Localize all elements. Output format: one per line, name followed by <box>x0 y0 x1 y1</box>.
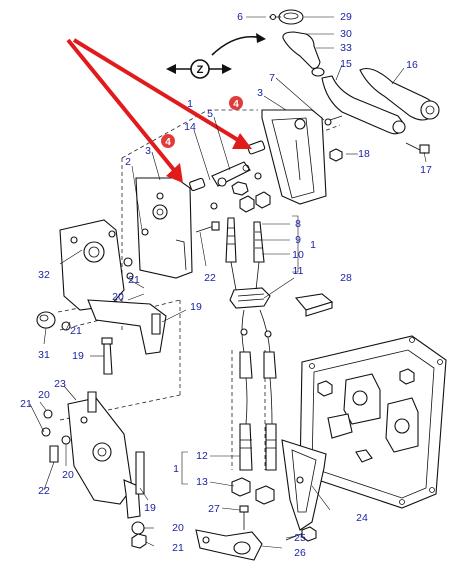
part-callout: 22 <box>204 272 216 284</box>
selector-bracket <box>281 439 327 542</box>
part-callout: 8 <box>295 218 301 230</box>
part-callouts: 6 29 30 33 7 15 16 1 3 5 14 3 18 17 2 8 … <box>20 11 432 559</box>
bracket-plate-left <box>135 177 193 279</box>
part-callout: 1 <box>310 239 316 251</box>
callout-marker-circle <box>229 96 243 110</box>
part-callout: 29 <box>340 11 352 23</box>
part-callout: 15 <box>340 58 352 70</box>
part-callout: 30 <box>340 28 352 40</box>
part-callout: 18 <box>358 148 370 160</box>
cables-lower <box>231 309 277 505</box>
gear-lever <box>321 67 440 154</box>
part-callout: 27 <box>208 503 220 515</box>
direction-symbol: Z <box>166 33 266 79</box>
part-callout: 9 <box>295 234 301 246</box>
pointer-arrows <box>66 38 252 183</box>
part-callout: 19 <box>72 350 84 362</box>
mounting-bracket-upper <box>36 219 167 375</box>
callout-markers: 4 4 <box>161 96 243 148</box>
link-plate <box>195 505 263 561</box>
part-callout: 19 <box>190 301 202 313</box>
part-callout: 17 <box>420 164 432 176</box>
part-callout: 13 <box>196 476 208 488</box>
part-callout: 2 <box>125 156 131 168</box>
part-callout: 20 <box>38 389 50 401</box>
part-callout: 24 <box>356 512 368 524</box>
part-callout: 23 <box>54 378 66 390</box>
direction-symbol-label: Z <box>197 64 204 76</box>
part-callout: 6 <box>237 11 243 23</box>
pivot-pins <box>189 140 266 196</box>
rubber-boot <box>229 287 334 317</box>
part-callout: 1 <box>187 98 193 110</box>
part-callout: 20 <box>172 522 184 534</box>
part-callout: 20 <box>112 291 124 303</box>
cable-ends-upper <box>195 191 271 291</box>
part-callout: 1 <box>173 463 179 475</box>
part-callout: 28 <box>340 272 352 284</box>
part-callout: 3 <box>257 87 263 99</box>
part-callout: 21 <box>172 542 184 554</box>
part-callout: 31 <box>38 349 50 361</box>
part-callout: 11 <box>293 265 304 277</box>
part-callout: 21 <box>20 398 32 410</box>
part-callout: 12 <box>196 450 208 462</box>
part-callout: 32 <box>38 269 50 281</box>
part-callout: 21 <box>70 325 82 337</box>
leader-lines <box>29 16 427 549</box>
part-callout: 22 <box>38 485 50 497</box>
mounting-bracket-lower <box>41 391 147 549</box>
gearbox-cover <box>299 335 447 509</box>
part-callout: 3 <box>145 145 151 157</box>
callout-marker: 4 <box>233 99 239 110</box>
callout-marker-circle <box>161 134 175 148</box>
part-callout: 33 <box>340 42 352 54</box>
part-callout: 21 <box>128 274 140 286</box>
part-callout: 10 <box>292 249 304 261</box>
part-callout: 14 <box>184 121 196 133</box>
gear-knob <box>269 9 325 77</box>
part-callout: 20 <box>62 469 74 481</box>
part-callout: 7 <box>269 72 275 84</box>
part-callout: 25 <box>294 532 306 544</box>
part-callout: 16 <box>406 59 418 71</box>
bracket-plate-right <box>261 109 343 205</box>
part-callout: 5 <box>207 108 213 120</box>
part-callout: 26 <box>294 547 306 559</box>
part-callout: 19 <box>144 502 156 514</box>
callout-marker: 4 <box>165 137 171 148</box>
